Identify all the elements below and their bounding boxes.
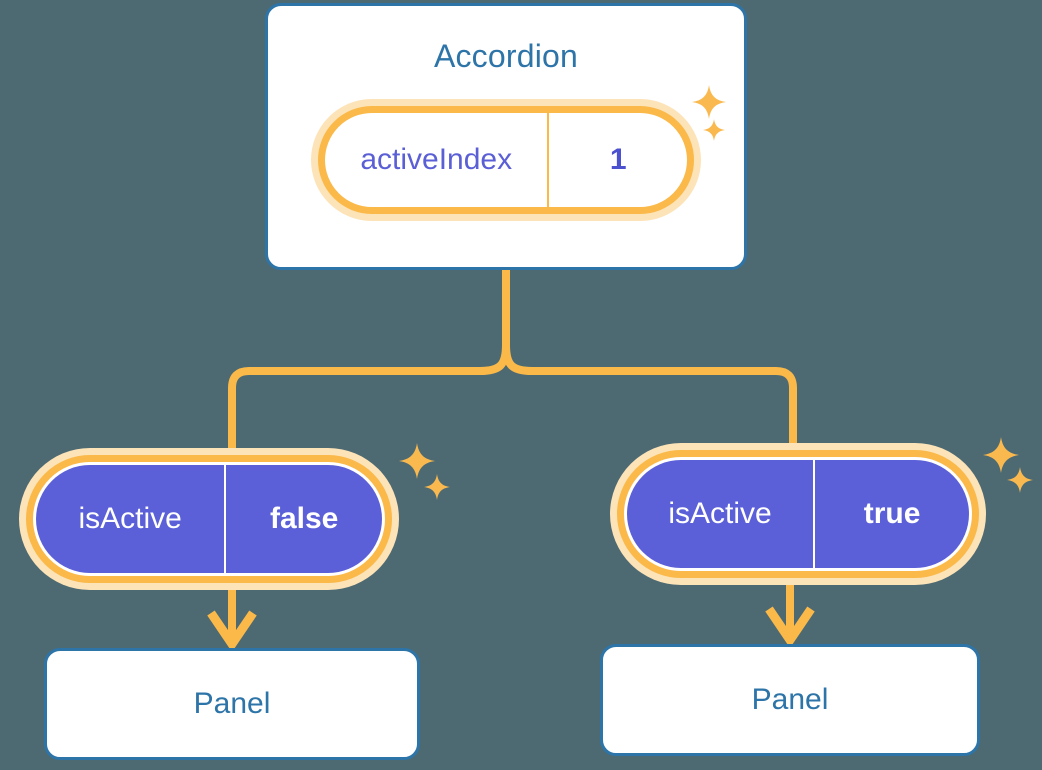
sparkle-icon [424,474,450,500]
panel-card-left[interactable]: Panel [44,648,420,760]
prop-pill-key: isActive [627,460,816,568]
sparkle-icon [703,119,725,141]
sparkle-icon [1007,467,1033,493]
connector-fork-mirror [228,344,510,456]
down-arrow-icon [207,610,257,653]
sparkle-icon [983,437,1019,473]
prop-pill-isactive-true[interactable]: isActive true [610,443,986,585]
prop-pill-fill: isActive false [36,465,382,573]
page-title: Accordion [433,38,579,74]
panel-title: Panel [193,687,271,720]
prop-pill-isactive-false[interactable]: isActive false [19,448,399,590]
state-pill-key: activeIndex [325,113,550,207]
prop-pill-body: isActive false [26,455,392,583]
down-arrow-icon [765,606,815,649]
sparkle-icon [399,443,435,479]
prop-pill-value: true [863,497,921,530]
connector-fork [502,344,797,452]
state-pill-activeindex[interactable]: activeIndex 1 [311,99,701,221]
prop-pill-key: isActive [36,465,227,573]
state-pill-body: activeIndex 1 [318,106,694,214]
prop-pill-fill: isActive true [627,460,969,568]
sparkle-icon [692,85,726,119]
prop-pill-body: isActive true [617,450,979,578]
prop-pill-value: false [269,502,339,535]
state-pill-value: 1 [609,143,627,176]
panel-card-right[interactable]: Panel [600,644,980,756]
panel-title: Panel [751,683,829,716]
